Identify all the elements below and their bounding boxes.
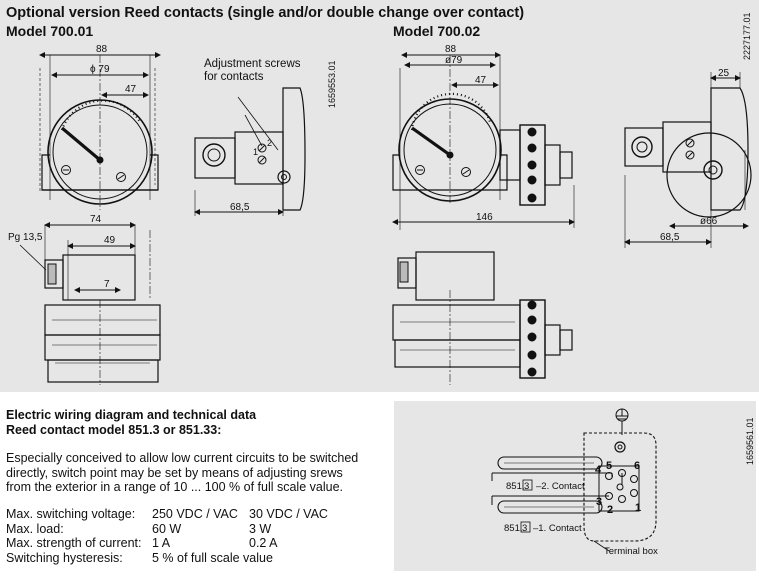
adjustment-screws-label-line1: Adjustment screws bbox=[204, 58, 301, 70]
dim-146-label: 146 bbox=[476, 212, 493, 223]
ground-icon bbox=[615, 408, 629, 435]
drawing-ref-700-01: 1659553.01 bbox=[327, 60, 337, 108]
dim-phi79-label-2: ø79 bbox=[445, 55, 463, 66]
contact-2-label: 851.3–2. Contact bbox=[506, 481, 585, 492]
model-700-02-front-view bbox=[392, 52, 575, 230]
dim-74-label: 74 bbox=[90, 214, 102, 225]
terminal-6: 6 bbox=[634, 460, 640, 472]
spec-row: Max. load: 60 W 3 W bbox=[6, 521, 272, 536]
dim-68-5-label-2: 68,5 bbox=[660, 232, 680, 243]
contact-1-marker: 1 bbox=[253, 147, 258, 157]
terminal-5: 5 bbox=[606, 460, 612, 472]
terminal-box-label: Terminal box bbox=[604, 546, 658, 557]
description-line-2: directly, switch point may be set by mea… bbox=[6, 465, 343, 480]
drawing-ref-700-02: 2227177.01 bbox=[742, 12, 752, 60]
contact-1-label: 851.3–1. Contact bbox=[504, 523, 582, 534]
dim-phi79-label: ϕ 79 bbox=[90, 64, 110, 75]
dim-7-label: 7 bbox=[104, 279, 110, 290]
model-700-02-side-view bbox=[624, 72, 752, 248]
spec-row: Switching hysteresis: 5 % of full scale … bbox=[6, 550, 273, 565]
terminal-1: 1 bbox=[635, 502, 641, 514]
spec-row: Max. switching voltage: 250 VDC / VAC 30… bbox=[6, 507, 328, 522]
adjustment-screws-label-line2: for contacts bbox=[204, 71, 264, 83]
contact-2-marker: 2 bbox=[267, 138, 272, 148]
dim-47-label-2: 47 bbox=[475, 75, 487, 86]
dim-phi66-label: ø66 bbox=[700, 216, 718, 227]
technical-drawings: 88 ϕ 79 47 68,5 74 49 7 Pg 13,5 Adjustme… bbox=[8, 44, 752, 385]
wiring-diagram: 851.3–2. Contact 851.3–1. Contact Termin… bbox=[491, 408, 658, 557]
model-700-02-bottom-view bbox=[392, 251, 573, 385]
technical-data-section: Electric wiring diagram and technical da… bbox=[6, 408, 386, 495]
wiring-heading: Electric wiring diagram and technical da… bbox=[6, 408, 257, 422]
model-700-02-heading: Model 700.02 bbox=[393, 23, 481, 39]
model-700-01-front-view bbox=[39, 52, 161, 210]
model-700-01-side-view bbox=[194, 87, 306, 216]
spec-row: Max. strength of current: 1 A 0.2 A bbox=[6, 536, 278, 551]
description-line-3: from the exterior in a range of 10 ... 1… bbox=[6, 480, 343, 494]
page-title: Optional version Reed contacts (single a… bbox=[6, 5, 525, 21]
reed-contact-heading: Reed contact model 851.3 or 851.33: bbox=[6, 422, 222, 437]
dim-47-label: 47 bbox=[125, 84, 137, 95]
dim-88-label: 88 bbox=[96, 44, 108, 55]
terminal-2: 2 bbox=[607, 504, 613, 516]
description-line-1: Especially conceived to allow low curren… bbox=[6, 451, 359, 465]
model-700-01-bottom-view bbox=[19, 222, 161, 385]
dim-68-5-label: 68,5 bbox=[230, 202, 250, 213]
wiring-diagram-panel bbox=[394, 401, 756, 571]
wiring-ref: 1659561.01 bbox=[745, 417, 755, 465]
terminal-4: 4 bbox=[595, 464, 602, 476]
model-700-01-heading: Model 700.01 bbox=[6, 23, 94, 39]
dim-49-label: 49 bbox=[104, 235, 116, 246]
dim-25-label: 25 bbox=[718, 68, 730, 79]
specifications-table: Max. switching voltage: 250 VDC / VAC 30… bbox=[6, 507, 328, 565]
pg-label: Pg 13,5 bbox=[8, 232, 43, 243]
terminal-3: 3 bbox=[596, 496, 602, 508]
dim-88-label-2: 88 bbox=[445, 44, 457, 55]
